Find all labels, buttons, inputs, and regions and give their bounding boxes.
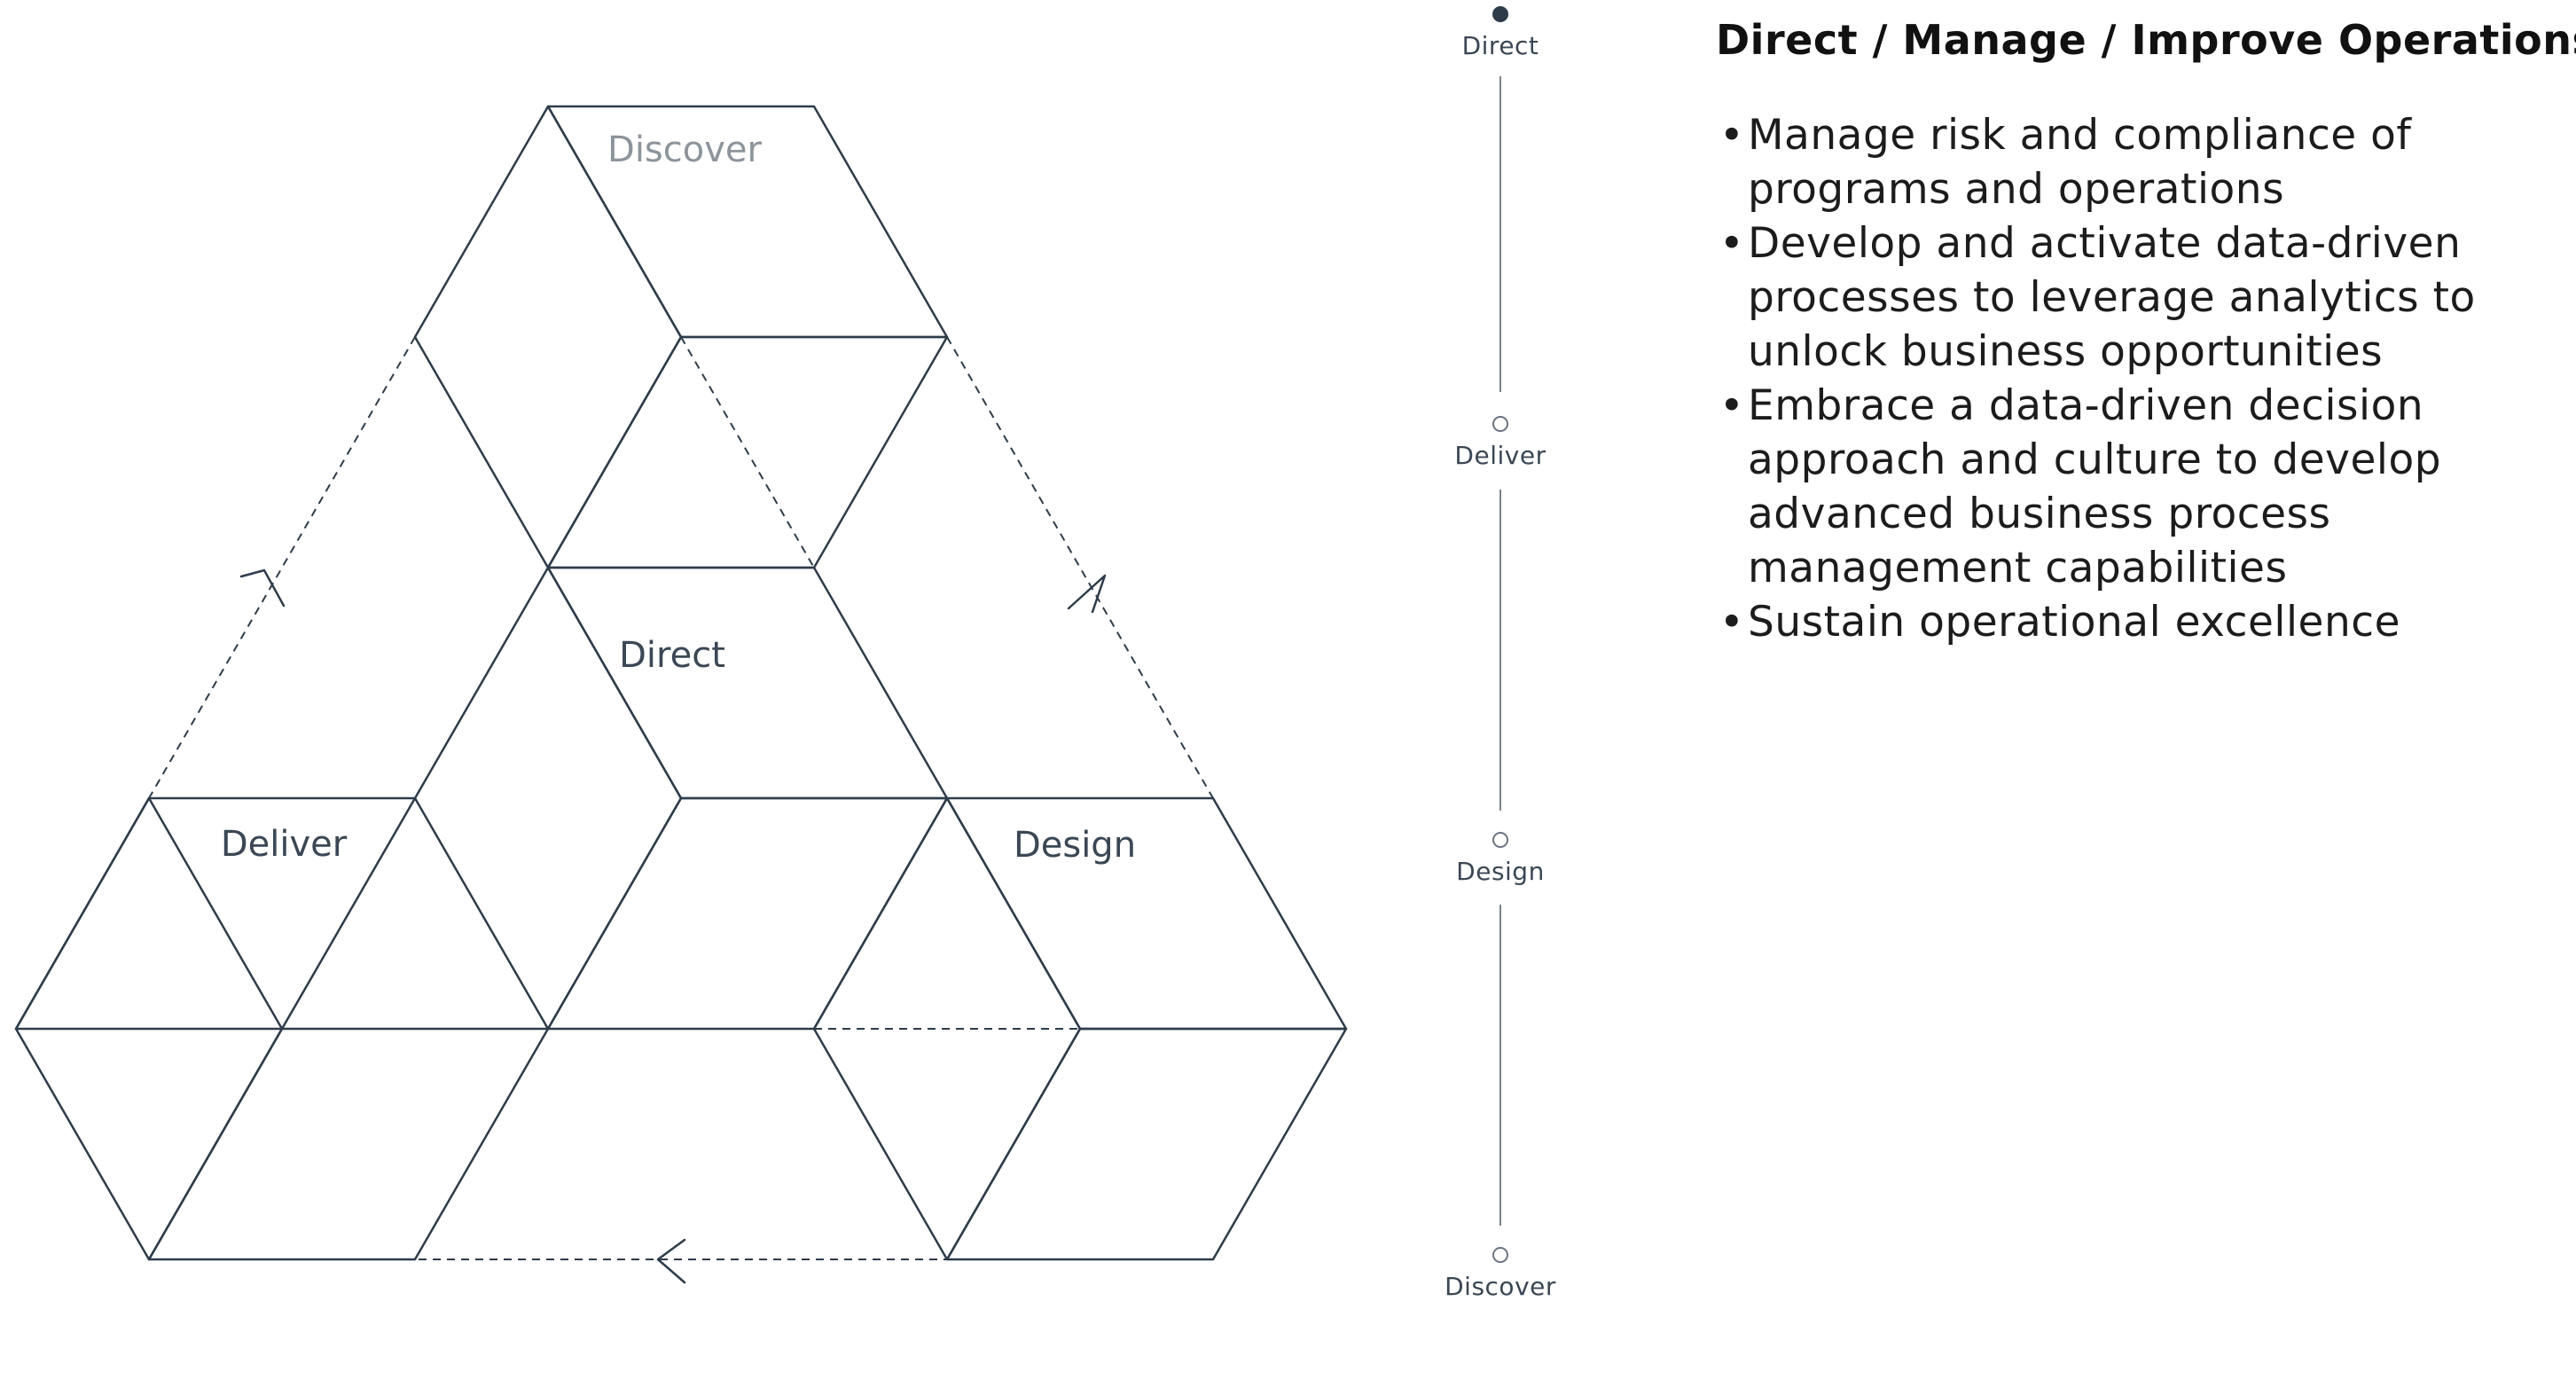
rhombus-discover-left <box>413 105 683 569</box>
dashed-flow-line <box>946 336 1214 799</box>
step-label: Design <box>1456 857 1545 886</box>
dashed-flow-line <box>281 797 416 1030</box>
bullet-item: •Develop and activate data-driven proces… <box>1716 216 2567 379</box>
step-dot-icon <box>1492 416 1508 432</box>
cell-label-design: Design <box>1014 825 1136 866</box>
content-title: Direct / Manage / Improve Operations – <box>1716 16 2576 64</box>
step-discover[interactable]: Discover <box>1403 1247 1598 1301</box>
step-connector <box>1499 76 1501 392</box>
arrow-down-icon <box>1067 574 1107 614</box>
rhombus-design-right <box>945 1027 1348 1261</box>
dashed-flow-line <box>148 336 416 799</box>
step-design[interactable]: Design <box>1403 832 1598 886</box>
step-dot-icon <box>1492 1247 1508 1263</box>
step-direct[interactable]: Direct <box>1403 6 1598 60</box>
bullet-text: Embrace a data-driven decision approach … <box>1748 381 2442 592</box>
step-dot-icon <box>1492 6 1508 22</box>
bullet-list: •Manage risk and compliance of programs … <box>1716 108 2567 649</box>
cell-label-direct: Direct <box>619 635 725 676</box>
arrow-left-icon <box>656 1238 686 1284</box>
triangle-diagram: Discover Direct Deliver Design <box>14 105 1348 1284</box>
rhombus-deliver-right <box>147 1027 550 1261</box>
rhombus-design-top <box>945 796 1348 1031</box>
step-dot-icon <box>1492 832 1508 848</box>
bullet-text: Develop and activate data-driven process… <box>1748 219 2476 376</box>
bullet-icon: • <box>1719 111 1745 160</box>
step-label: Deliver <box>1454 441 1546 470</box>
step-connector <box>1499 905 1501 1226</box>
step-label: Discover <box>1445 1272 1556 1301</box>
step-navigator: Direct Deliver Design Discover <box>1403 0 1598 1388</box>
bullet-item: •Embrace a data-driven decision approach… <box>1716 379 2567 595</box>
step-deliver[interactable]: Deliver <box>1403 416 1598 470</box>
step-connector <box>1499 490 1501 811</box>
bullet-text: Manage risk and compliance of programs a… <box>1748 111 2412 214</box>
dashed-flow-line <box>680 336 815 569</box>
bullet-text: Sustain operational excellence <box>1748 598 2400 647</box>
bullet-icon: • <box>1719 219 1745 268</box>
rhombus-direct-top <box>546 566 949 800</box>
cell-label-deliver: Deliver <box>221 824 348 865</box>
arrow-up-icon <box>239 569 286 608</box>
cell-label-discover: Discover <box>607 129 763 170</box>
bullet-item: •Manage risk and compliance of programs … <box>1716 108 2567 216</box>
content-panel: Direct / Manage / Improve Operations – •… <box>1716 16 2576 649</box>
rhombus-direct-right <box>546 796 949 1031</box>
bullet-icon: • <box>1719 381 1745 430</box>
bullet-icon: • <box>1719 598 1745 647</box>
step-label: Direct <box>1461 31 1539 60</box>
bullet-item: •Sustain operational excellence <box>1716 595 2567 649</box>
